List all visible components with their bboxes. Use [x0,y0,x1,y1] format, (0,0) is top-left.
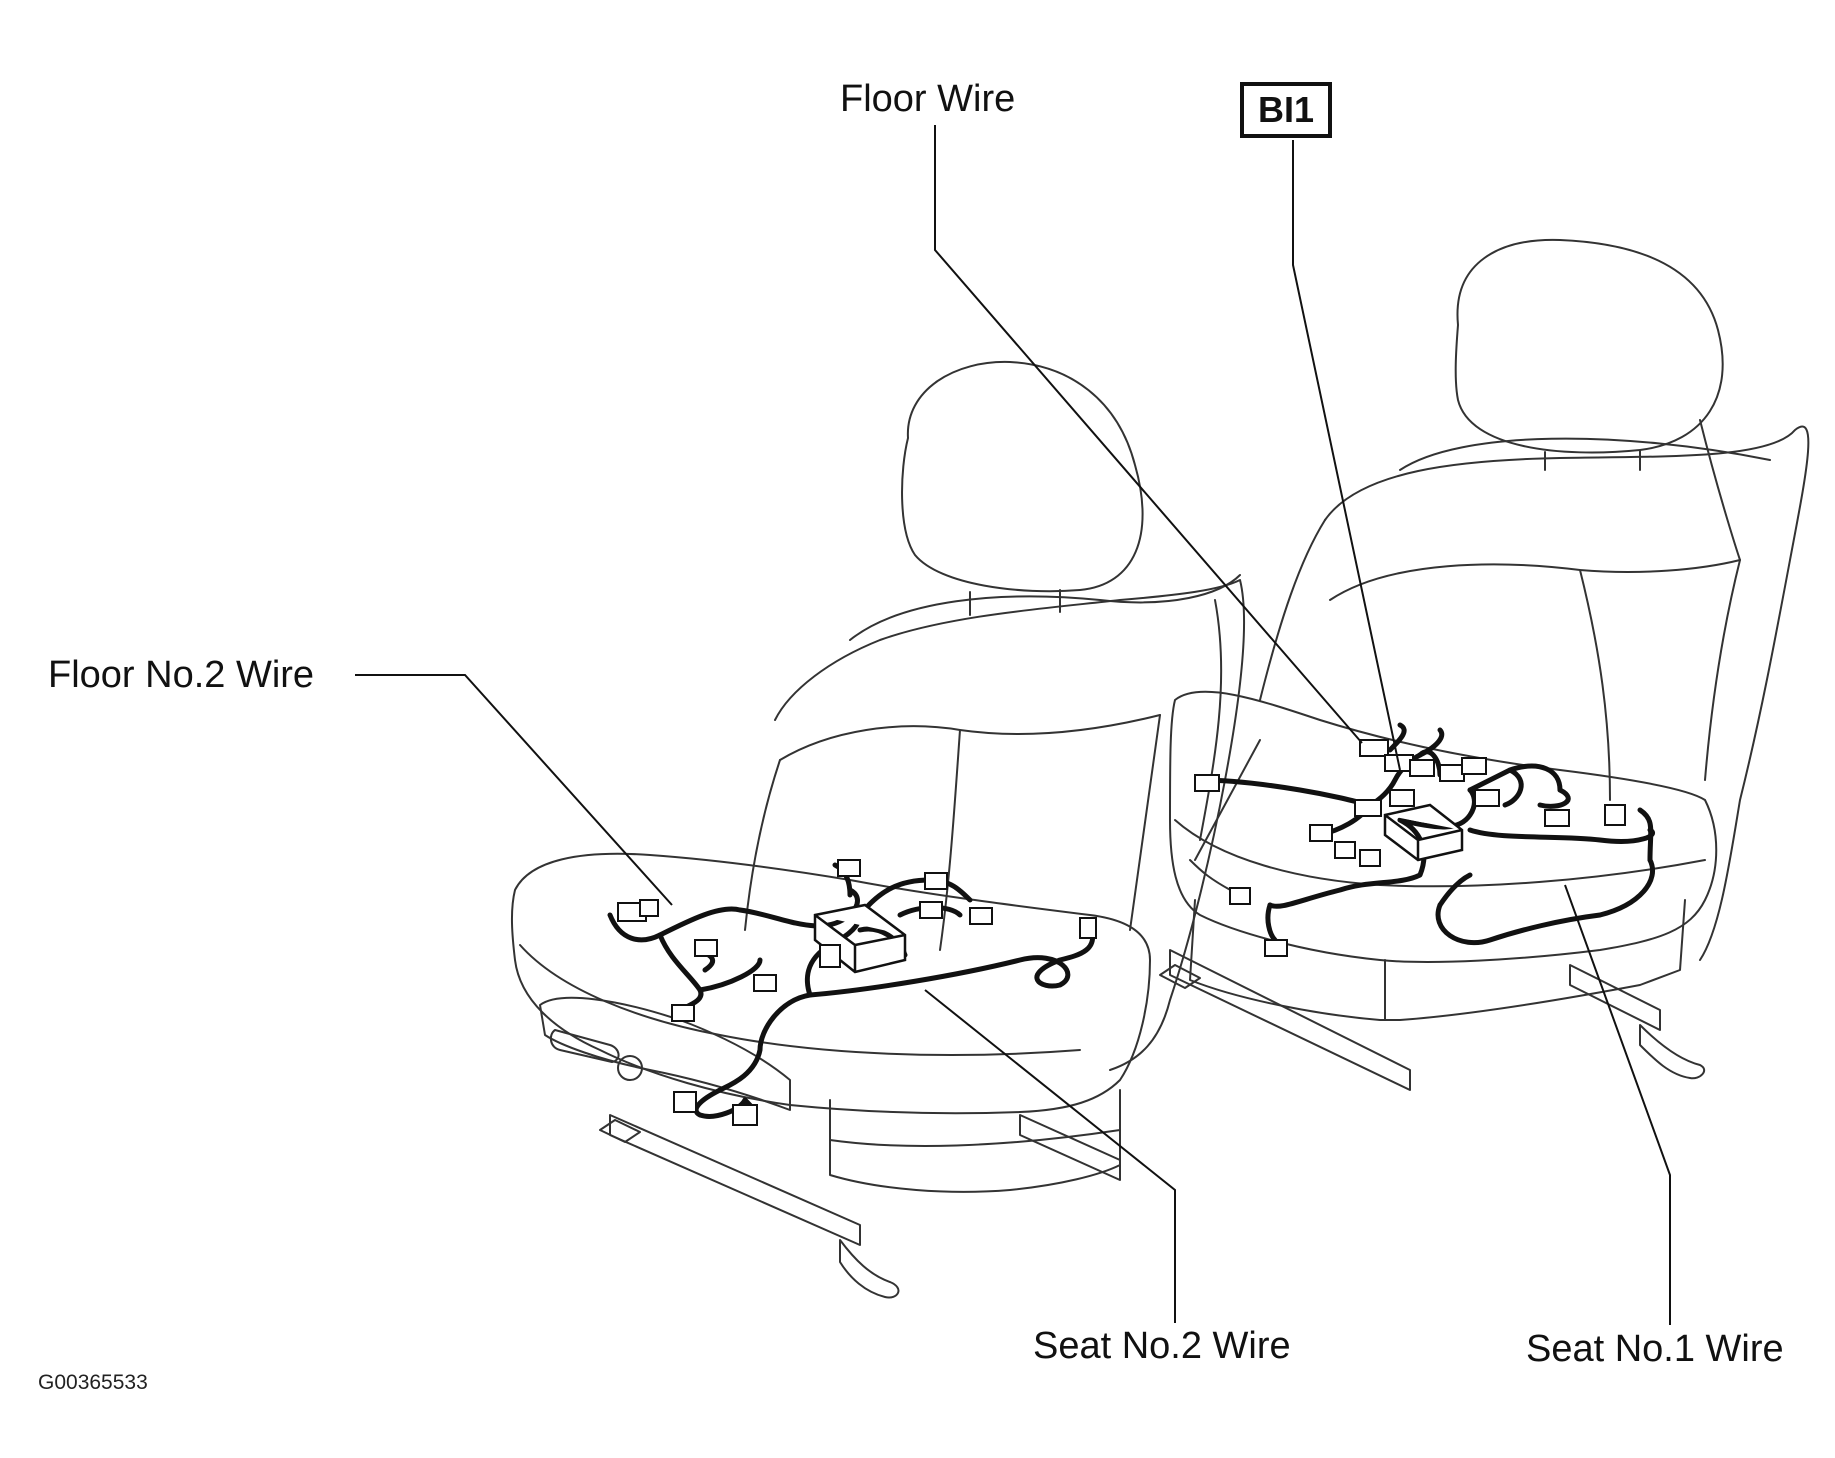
leader-seat-no2-wire [924,989,1176,1323]
figure-code: G00365533 [38,1371,148,1394]
label-floor-no2-wire: Floor No.2 Wire [48,654,315,696]
right-seat [1159,238,1810,1091]
left-seat [510,360,1246,1299]
seat-no1-harness [1197,722,1655,946]
leader-floor-wire [934,125,1363,744]
leader-seat-no1-wire [1564,884,1671,1325]
right-seat-ecu [1383,803,1464,862]
seat-no2-harness [607,862,1096,1125]
label-seat-no2-wire: Seat No.2 Wire [1033,1325,1291,1367]
leader-bi1 [1292,140,1401,771]
label-bi1: BI1 [1240,82,1333,138]
label-seat-no1-wire: Seat No.1 Wire [1526,1328,1784,1370]
connectors [617,739,1626,1126]
label-floor-wire: Floor Wire [840,78,1016,120]
leader-floor-no2-wire [355,674,673,906]
